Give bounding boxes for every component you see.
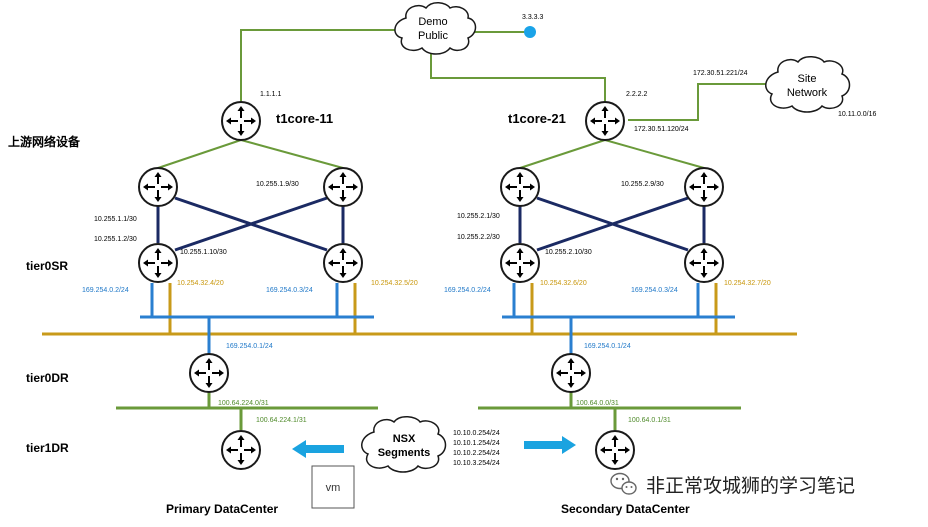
- ip-site-top: 172.30.51.221/24: [693, 70, 748, 77]
- router-icon: [189, 353, 229, 393]
- ip-seg-2: 10.10.1.254/24: [453, 440, 500, 447]
- ip-r-gold-6: 10.254.32.6/20: [540, 280, 587, 287]
- ip-r-t1: 100.64.0.1/31: [628, 417, 671, 424]
- endpoint-dot: [524, 26, 536, 38]
- nsx-segments-cloud: NSX Segments: [361, 416, 447, 473]
- ip-l-t1: 100.64.224.1/31: [256, 417, 307, 424]
- site-network-cloud: Site Network: [765, 56, 851, 113]
- ip-site-net: 10.11.0.0/16: [838, 111, 877, 118]
- label-tier1dr: tier1DR: [26, 441, 69, 455]
- label-secondary-dc: Secondary DataCenter: [561, 502, 690, 516]
- router-name-t1core-11: t1core-11: [276, 111, 333, 126]
- ip-3-3-3-3: 3.3.3.3: [522, 14, 544, 21]
- ip-l-1-1: 10.255.1.1/30: [94, 216, 137, 223]
- ip-l-169-1: 169.254.0.1/24: [226, 343, 273, 350]
- router-icon: [551, 353, 591, 393]
- wechat-icon: [610, 472, 637, 495]
- router-icon: [585, 101, 625, 141]
- site-cloud-line2: Network: [787, 87, 828, 99]
- router-icon: [221, 430, 261, 470]
- watermark: 非正常攻城狮的学习笔记: [610, 472, 855, 497]
- ip-r-transit: 100.64.0.0/31: [576, 400, 619, 407]
- ip-r-169-1: 169.254.0.1/24: [584, 343, 631, 350]
- router-icon: [138, 167, 178, 207]
- tier0sr-cross-links: [156, 196, 706, 252]
- label-tier0sr: tier0SR: [26, 259, 68, 273]
- ip-l-transit: 100.64.224.0/31: [218, 400, 269, 407]
- upstream-links: [157, 29, 772, 169]
- ip-r-2-10: 10.255.2.10/30: [545, 249, 592, 256]
- ip-labels: 1.1.1.1 2.2.2.2 3.3.3.3 172.30.51.221/24…: [82, 14, 877, 467]
- right-arrow-icon: [524, 436, 576, 454]
- router-icon: [323, 243, 363, 283]
- left-arrow-icon: [292, 440, 344, 458]
- ip-seg-4: 10.10.3.254/24: [453, 460, 500, 467]
- router-icon: [323, 167, 363, 207]
- ip-r-gold-7: 10.254.32.7/20: [724, 280, 771, 287]
- ip-r-169-2: 169.254.0.2/24: [444, 287, 491, 294]
- tier0sr-downlinks: [150, 283, 718, 334]
- site-cloud-line1: Site: [798, 73, 817, 85]
- router-name-t1core-21: t1core-21: [508, 111, 566, 126]
- router-icon: [595, 430, 635, 470]
- vm-label: vm: [326, 482, 341, 494]
- ip-r-2-1: 10.255.2.1/30: [457, 213, 500, 220]
- router-icon: [684, 167, 724, 207]
- ip-r-2-2: 10.255.2.2/30: [457, 234, 500, 241]
- ip-seg-1: 10.10.0.254/24: [453, 430, 500, 437]
- router-icon: [500, 243, 540, 283]
- ip-l-1-10: 10.255.1.10/30: [180, 249, 227, 256]
- ip-l-1-9: 10.255.1.9/30: [256, 181, 299, 188]
- label-primary-dc: Primary DataCenter: [166, 502, 278, 516]
- nsx-cloud-line1: NSX: [393, 433, 416, 445]
- ip-l-gold-5: 10.254.32.5/20: [371, 280, 418, 287]
- demo-cloud-line2: Public: [418, 30, 448, 42]
- router-icon: [138, 243, 178, 283]
- ip-l-169-3: 169.254.0.3/24: [266, 287, 313, 294]
- label-tier0dr: tier0DR: [26, 371, 69, 385]
- watermark-text: 非正常攻城狮的学习笔记: [646, 475, 855, 497]
- router-icon: [221, 101, 261, 141]
- router-icon: [500, 167, 540, 207]
- ip-2-2-2-2: 2.2.2.2: [626, 91, 648, 98]
- demo-cloud-line1: Demo: [418, 16, 447, 28]
- ip-r-169-3: 169.254.0.3/24: [631, 287, 678, 294]
- ip-l-1-2: 10.255.1.2/30: [94, 236, 137, 243]
- ip-r-2-9: 10.255.2.9/30: [621, 181, 664, 188]
- demo-public-cloud: Demo Public: [394, 2, 477, 55]
- ip-l-gold-4: 10.254.32.4/20: [177, 280, 224, 287]
- ip-1-1-1-1: 1.1.1.1: [260, 91, 282, 98]
- router-icon: [684, 243, 724, 283]
- nsx-cloud-line2: Segments: [378, 447, 431, 459]
- label-upstream: 上游网络设备: [8, 134, 81, 149]
- ip-seg-3: 10.10.2.254/24: [453, 450, 500, 457]
- ip-site-bottom: 172.30.51.120/24: [634, 126, 689, 133]
- ip-l-169-2: 169.254.0.2/24: [82, 287, 129, 294]
- vm-box: [311, 465, 355, 509]
